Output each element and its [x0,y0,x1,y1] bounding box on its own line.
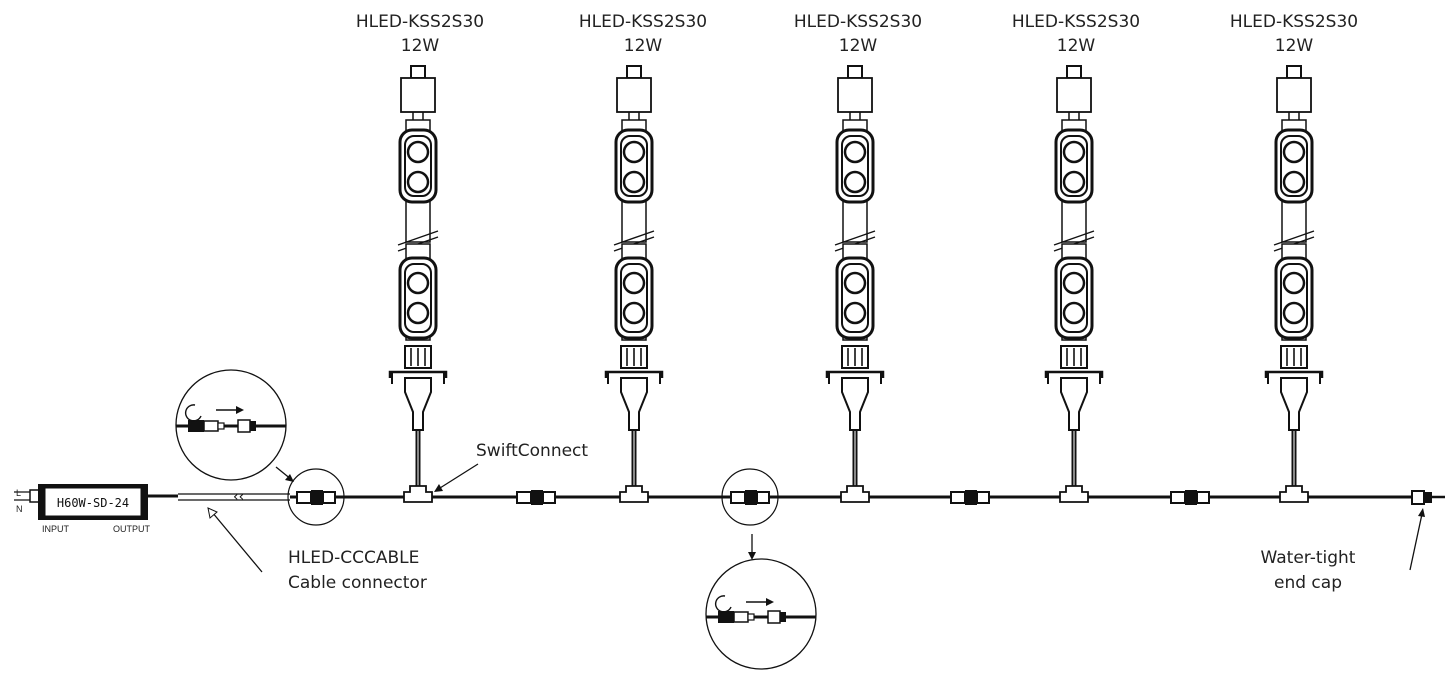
module-1-power: 12W [401,36,440,56]
end-cap [1411,490,1445,505]
svg-text:‹‹: ‹‹ [233,489,244,505]
module-4-power: 12W [1057,36,1096,56]
swiftconnect-pointer [439,463,479,489]
module-4-model: HLED-KSS2S30 [1012,12,1140,32]
connector-detail-upper [175,369,287,481]
module-1-model: HLED-KSS2S30 [356,12,484,32]
led-module-5 [1264,64,1324,504]
psu-model-label: H60W-SD-24 [57,496,129,510]
line-label: L [16,488,21,498]
power-supply: H60W-SD-24 L N INPUT OUTPUT [14,484,151,534]
inline-connector-highlight [721,468,779,526]
end-cap-label-2: end cap [1274,573,1342,593]
connector-detail-lower [705,558,817,670]
led-module-2 [604,64,664,504]
inline-connector-1 [516,489,556,506]
cable-connector-label-2: Cable connector [288,573,427,593]
led-module-3 [825,64,885,504]
cable-connector [296,489,336,506]
module-5-power: 12W [1275,36,1314,56]
neutral-label: N [16,504,23,514]
end-cap-label-1: Water-tight [1261,548,1356,568]
module-3-model: HLED-KSS2S30 [794,12,922,32]
cable-connector-label-1: HLED-CCCABLE [288,548,419,568]
swiftconnect-label: SwiftConnect [476,441,588,461]
input-label: INPUT [42,524,70,534]
inline-connector-4 [1170,489,1210,506]
module-2-power: 12W [624,36,663,56]
module-2-model: HLED-KSS2S30 [579,12,707,32]
cable-connector-pointer [211,511,263,573]
module-3-power: 12W [839,36,878,56]
output-label: OUTPUT [113,524,151,534]
inline-connector-2 [730,489,770,506]
module-5-model: HLED-KSS2S30 [1230,12,1358,32]
led-module-1 [388,64,448,504]
end-cap-pointer [1409,513,1423,571]
cable-connector-highlight [287,468,345,526]
led-module-4 [1044,64,1104,504]
inline-connector-3 [950,489,990,506]
